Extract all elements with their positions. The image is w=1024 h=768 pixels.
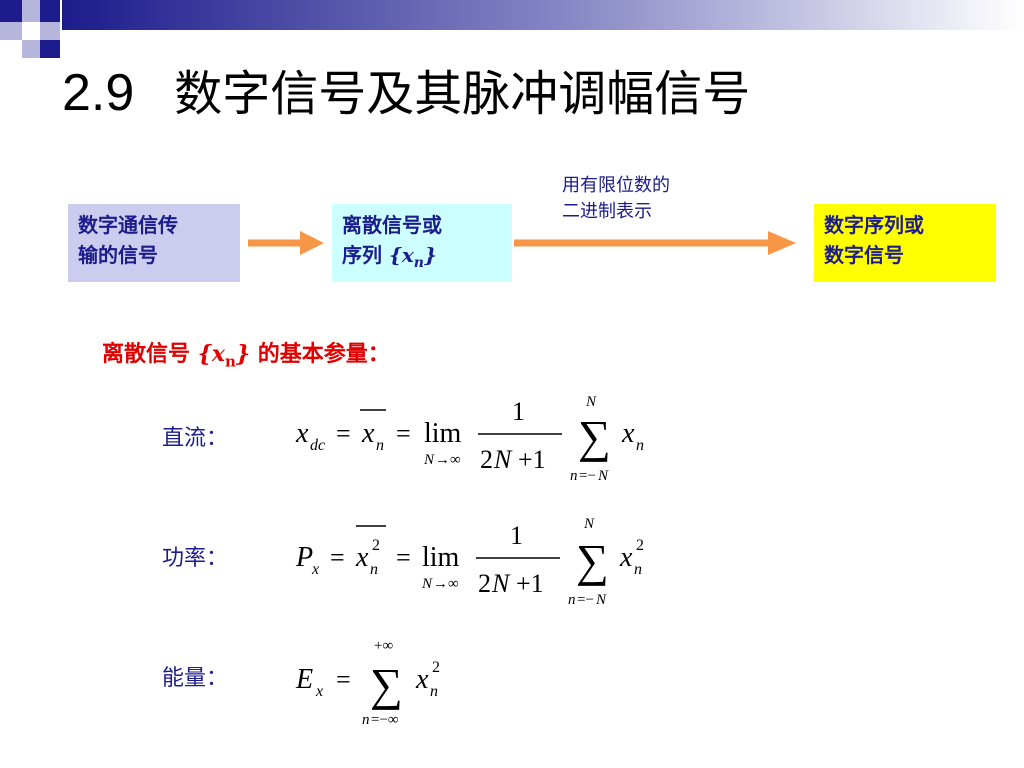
decoration-square bbox=[40, 0, 60, 22]
symbol-subscript: n bbox=[413, 255, 424, 271]
svg-text:N: N bbox=[493, 445, 513, 474]
param-label-dc: 直流： bbox=[162, 426, 229, 451]
decoration-square bbox=[22, 40, 40, 58]
param-label-energy: 能量： bbox=[162, 666, 229, 691]
svg-text:2: 2 bbox=[432, 659, 440, 676]
svg-text:∑: ∑ bbox=[370, 659, 403, 710]
svg-text:x: x bbox=[361, 418, 375, 449]
svg-text:→∞: →∞ bbox=[435, 452, 461, 468]
svg-text:=−∞: =−∞ bbox=[371, 712, 399, 728]
svg-text:→∞: →∞ bbox=[433, 576, 459, 592]
symbol-subscript: n bbox=[224, 352, 236, 371]
formula-power: P x = x 2 n = lim N →∞ 1 2 N +1 ∑ N n =−… bbox=[295, 516, 644, 608]
heading-symbol: {xn} bbox=[197, 341, 251, 371]
page-title: 2.9 数字信号及其脉冲调幅信号 bbox=[62, 58, 750, 129]
svg-text:=−: =− bbox=[579, 468, 596, 484]
flow-box-comm-signal: 数字通信传 输的信号 bbox=[68, 204, 240, 282]
svg-text:N: N bbox=[491, 569, 511, 598]
section-title: 数字信号及其脉冲调幅信号 bbox=[174, 66, 751, 122]
box-line: 数字序列或 bbox=[824, 213, 924, 237]
heading-prefix: 离散信号 bbox=[102, 342, 191, 367]
svg-text:=: = bbox=[336, 665, 351, 694]
svg-text:n: n bbox=[370, 561, 378, 578]
svg-text:1: 1 bbox=[510, 521, 523, 550]
svg-text:dc: dc bbox=[310, 437, 325, 454]
svg-text:lim: lim bbox=[424, 418, 462, 449]
svg-text:=: = bbox=[396, 543, 411, 572]
decoration-square bbox=[0, 0, 22, 22]
svg-text:N: N bbox=[597, 468, 609, 484]
svg-text:N: N bbox=[595, 592, 607, 608]
svg-text:x: x bbox=[295, 418, 309, 449]
svg-text:=: = bbox=[336, 419, 351, 448]
param-label-power: 功率： bbox=[162, 546, 229, 571]
flow-box-discrete-signal: 离散信号或 序列 {xn} bbox=[332, 204, 512, 282]
svg-text:2: 2 bbox=[372, 537, 380, 554]
arrow-annotation: 用有限位数的 二进制表示 bbox=[562, 173, 742, 225]
svg-text:=: = bbox=[330, 543, 345, 572]
svg-text:n: n bbox=[362, 712, 370, 728]
svg-text:2: 2 bbox=[636, 537, 644, 554]
box-line: 数字通信传 bbox=[78, 213, 178, 237]
svg-text:x: x bbox=[355, 542, 369, 573]
svg-text:1: 1 bbox=[512, 397, 525, 426]
svg-text:2: 2 bbox=[478, 569, 491, 598]
heading-suffix: 的基本参量： bbox=[257, 342, 390, 367]
box-line: 离散信号或 bbox=[342, 213, 442, 237]
box-text: 序列 bbox=[342, 243, 382, 267]
parameters-heading: 离散信号 {xn} 的基本参量： bbox=[102, 336, 390, 370]
svg-text:n: n bbox=[376, 437, 384, 454]
svg-text:n: n bbox=[568, 592, 576, 608]
svg-text:x: x bbox=[311, 561, 319, 578]
sequence-symbol: {xn} bbox=[388, 243, 437, 271]
svg-text:∑: ∑ bbox=[576, 535, 609, 586]
svg-text:N: N bbox=[421, 576, 433, 592]
note-line: 二进制表示 bbox=[562, 201, 652, 222]
title-decoration bbox=[0, 0, 1024, 58]
decoration-square bbox=[40, 22, 60, 40]
svg-text:∑: ∑ bbox=[578, 411, 611, 462]
decoration-square bbox=[22, 0, 40, 22]
long-arrow-right-icon bbox=[514, 231, 796, 255]
formula-energy: E x = ∑ +∞ n =−∞ x 2 n bbox=[295, 638, 440, 728]
symbol-x: x bbox=[401, 243, 414, 267]
svg-text:E: E bbox=[295, 664, 313, 695]
svg-text:=−: =− bbox=[577, 592, 594, 608]
svg-text:N: N bbox=[423, 452, 435, 468]
formula-dc: x dc = x n = lim N →∞ 1 2 N +1 ∑ N n =− … bbox=[295, 394, 644, 484]
svg-text:N: N bbox=[585, 394, 597, 410]
decoration-band bbox=[62, 0, 1024, 30]
box-line: 序列 {xn} bbox=[342, 240, 502, 278]
flow-box-digital-sequence: 数字序列或 数字信号 bbox=[814, 204, 996, 282]
box-line: 数字信号 bbox=[824, 243, 904, 267]
svg-text:lim: lim bbox=[422, 542, 460, 573]
svg-text:=: = bbox=[396, 419, 411, 448]
section-number: 2.9 bbox=[62, 64, 135, 122]
symbol-x: x bbox=[211, 341, 225, 367]
arrow-right-icon bbox=[248, 231, 324, 255]
svg-text:P: P bbox=[295, 542, 313, 573]
svg-text:n: n bbox=[636, 437, 644, 454]
svg-text:x: x bbox=[315, 683, 323, 700]
svg-text:N: N bbox=[583, 516, 595, 532]
box-line: 输的信号 bbox=[78, 243, 158, 267]
svg-text:+1: +1 bbox=[518, 445, 546, 474]
note-line: 用有限位数的 bbox=[562, 175, 670, 196]
decoration-square bbox=[0, 22, 22, 40]
svg-text:n: n bbox=[430, 683, 438, 700]
svg-text:x: x bbox=[619, 542, 633, 573]
svg-text:2: 2 bbox=[480, 445, 493, 474]
svg-text:x: x bbox=[415, 664, 429, 695]
svg-text:x: x bbox=[621, 418, 635, 449]
svg-text:+1: +1 bbox=[516, 569, 544, 598]
svg-text:n: n bbox=[634, 561, 642, 578]
decoration-square bbox=[40, 40, 60, 58]
svg-text:+∞: +∞ bbox=[374, 638, 393, 654]
decoration-square bbox=[22, 22, 40, 40]
svg-text:n: n bbox=[570, 468, 578, 484]
